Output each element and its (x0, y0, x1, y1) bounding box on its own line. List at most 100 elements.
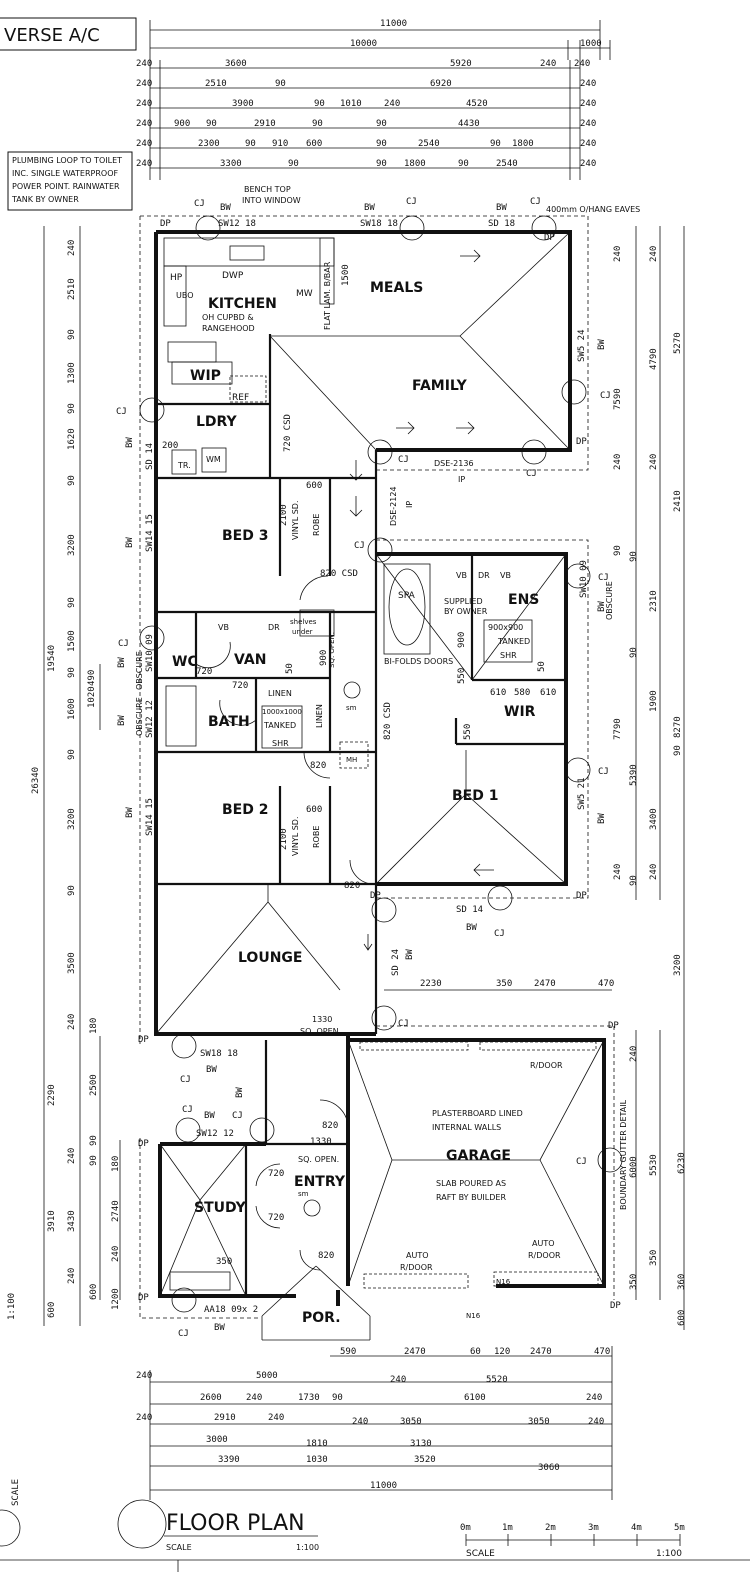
fixture-labels: OH CUPBD & RANGEHOOD DWP MW HP UBO REF T… (135, 261, 628, 1320)
door-size: 720 CSD (283, 414, 293, 452)
code-cj: CJ (116, 407, 127, 417)
room-meals: MEALS (370, 280, 423, 296)
dim-value: 1200 (111, 1288, 121, 1310)
dim-value: 2910 (214, 1413, 236, 1423)
label-ubo: UBO (176, 291, 194, 300)
dim-value: 240 (67, 1268, 77, 1284)
dim-value: 550 (463, 724, 473, 740)
top-dimensions (149, 20, 611, 180)
dim-value: 90 (312, 119, 323, 129)
dim-value: 3600 (225, 59, 247, 69)
dim-value: 180 (111, 1156, 121, 1172)
dim-value: 490 (87, 670, 97, 686)
dim-value: 1810 (306, 1439, 328, 1449)
label-supplied: SUPPLIED (444, 597, 483, 606)
code-dp: DP (138, 1139, 149, 1149)
dim-value: 5270 (673, 332, 683, 354)
label-robe: ROBE (312, 826, 321, 848)
control-joint-markers (0, 215, 623, 1549)
dim-value: 90 (67, 749, 77, 760)
left-scale-value: 1:100 (7, 1293, 17, 1320)
dim-value: 240 (268, 1413, 284, 1423)
dim-value: 900 (457, 632, 467, 648)
dim-value: 3300 (220, 159, 242, 169)
room-ens: ENS (508, 592, 539, 608)
label-obscure: OBSCURE (135, 697, 144, 736)
dim-value: 90 (458, 159, 469, 169)
room-wir: WIR (504, 704, 536, 720)
dim-value: 1730 (298, 1393, 320, 1403)
window-code: SW5 24 (577, 329, 587, 362)
dim-value: 3200 (67, 808, 77, 830)
dim-value: 240 (588, 1417, 604, 1427)
door-sizes: 720 CSD 820 CSD 720 720 820 CSD 820 820 … (196, 414, 393, 1261)
label-vb: VB (218, 623, 229, 632)
code-dp: DP (544, 233, 555, 243)
code-dp: DP (138, 1035, 149, 1045)
dim-value: 6100 (464, 1393, 486, 1403)
room-entry: ENTRY (294, 1174, 346, 1190)
dim-value: 5000 (256, 1371, 278, 1381)
dim-value: 240 (246, 1393, 262, 1403)
dim-value: 240 (352, 1417, 368, 1427)
dim-value: 2470 (404, 1347, 426, 1357)
dim-value: 1900 (649, 690, 659, 712)
label-wm: WM (206, 455, 221, 464)
label-sm: sm (346, 704, 357, 712)
note-internal-walls: INTERNAL WALLS (432, 1123, 501, 1132)
dim-value: 350 (629, 1274, 639, 1290)
dim-value: 350 (496, 979, 512, 989)
window-code: AA18 09x 2 (204, 1305, 258, 1315)
code-bw: BW (204, 1111, 215, 1121)
code-bw: BW (206, 1065, 217, 1075)
code-bw: BW (496, 203, 507, 213)
window-code: SW18 18 (200, 1049, 238, 1059)
scale-tick: 3m (588, 1523, 599, 1533)
label-vinyl-sd: VINYL SD. (291, 501, 300, 540)
window-code: SW5 21 (577, 777, 587, 810)
dim-value: 19540 (47, 645, 57, 672)
dim-value: 120 (494, 1347, 510, 1357)
label-vinyl-sd: VINYL SD. (291, 817, 300, 856)
dim-value: 90 (245, 139, 256, 149)
plumbing-note: PLUMBING LOOP TO TOILET INC. SINGLE WATE… (7, 151, 133, 211)
door-size: 820 (310, 761, 326, 771)
dim-value: 240 (136, 139, 152, 149)
dim-value: 90 (288, 159, 299, 169)
eaves-outline (139, 215, 615, 1319)
room-bed3: BED 3 (222, 528, 268, 544)
dim-value: 600 (306, 805, 322, 815)
dim-value: 240 (580, 119, 596, 129)
dim-value: 2500 (89, 1074, 99, 1096)
dim-value: 90 (629, 647, 639, 658)
scale-bar-label: SCALE (466, 1549, 495, 1559)
dim-value: 90 (332, 1393, 343, 1403)
code-bw: BW (597, 813, 607, 824)
door-size: 820 CSD (320, 569, 358, 579)
code-cj: CJ (576, 1157, 587, 1167)
dim-value: 90 (67, 885, 77, 896)
code-dp: DP (576, 437, 587, 447)
window-code: SW14 15 (145, 514, 155, 552)
dim-value: 5390 (629, 764, 639, 786)
code-cj: CJ (406, 197, 417, 207)
dim-value: 2230 (420, 979, 442, 989)
label-auto: AUTO (406, 1251, 429, 1260)
label-robe: ROBE (312, 514, 321, 536)
dim-value: 910 (272, 139, 288, 149)
scale-value: 1:100 (296, 1543, 319, 1552)
label-tanked: TANKED (497, 637, 530, 646)
exterior-walls (154, 230, 606, 1306)
label-dr: DR (268, 623, 280, 632)
room-porch: POR. (302, 1310, 341, 1326)
label-flat-lam: FLAT LAM. B/BAR (323, 261, 332, 330)
dim-value: 600 (47, 1302, 57, 1318)
label-dse-2136: DSE-2136 (434, 459, 474, 468)
label-ip: IP (405, 501, 414, 508)
dim-value: 470 (594, 1347, 610, 1357)
dim-value: 90 (376, 119, 387, 129)
window-code: SD 14 (145, 443, 155, 470)
room-wc: WC (172, 654, 198, 670)
door-size: 720 (196, 667, 212, 677)
dim-value: 90 (629, 875, 639, 886)
